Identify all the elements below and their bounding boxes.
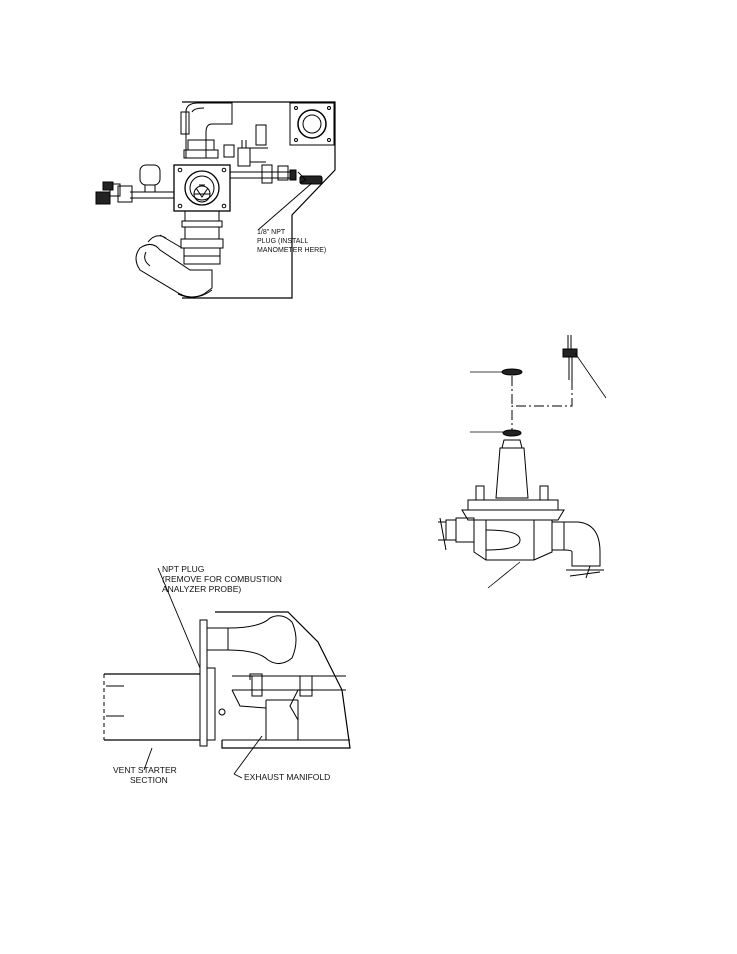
gas-valve-body xyxy=(174,165,230,211)
vent-starter-pipe xyxy=(104,674,200,740)
npt-plug-label-line3: ANALYZER PROBE) xyxy=(162,585,241,595)
exhaust-manifold-outline xyxy=(215,612,350,748)
manometer-callout-line2: PLUG (INSTALL xyxy=(257,238,308,246)
vent-starter-label-line2: SECTION xyxy=(130,776,168,786)
exhaust-manifold-label: EXHAUST MANIFOLD xyxy=(244,773,330,783)
regulator-figure xyxy=(438,335,606,588)
manometer-callout-line1: 1/8" NPT xyxy=(257,229,285,237)
flange-plate xyxy=(200,620,207,746)
manometer-callout-line3: MANOMETER HERE) xyxy=(257,247,326,255)
gas-train-figure xyxy=(96,102,335,298)
manometer-leader-line xyxy=(258,183,312,230)
exhaust-figure xyxy=(104,568,350,778)
